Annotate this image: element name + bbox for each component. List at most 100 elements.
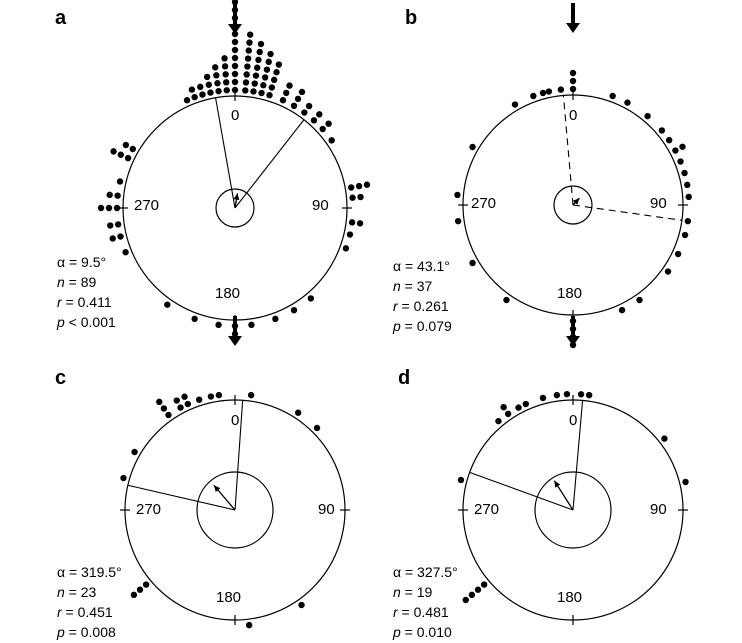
stat-p-symbol: p — [393, 318, 401, 334]
data-point — [679, 143, 686, 150]
stats-block: α = 327.5° n = 19 r = 0.481 p = 0.010 — [393, 562, 458, 642]
data-point — [313, 424, 321, 432]
reference-arrow-head — [228, 336, 242, 346]
confidence-limit-line — [234, 400, 244, 511]
data-point — [349, 194, 356, 201]
data-point — [199, 91, 206, 98]
data-point — [279, 97, 287, 104]
panel-letter: b — [405, 7, 418, 29]
data-point — [268, 84, 276, 91]
panel-letter: a — [55, 7, 67, 29]
data-point — [270, 76, 278, 84]
data-point — [117, 151, 125, 158]
inner-circle — [553, 185, 593, 225]
data-point — [539, 89, 547, 97]
stat-p: p = 0.010 — [393, 622, 458, 642]
stat-r-symbol: r — [393, 604, 398, 620]
data-point — [356, 220, 364, 227]
data-point — [191, 93, 198, 101]
stat-p-symbol: p — [57, 624, 65, 640]
panel-b: b 0 90 180 270 α = 43.1° n = 37 r = 0.26… — [393, 0, 742, 349]
data-point — [290, 102, 298, 110]
data-point — [355, 182, 363, 190]
data-point — [609, 92, 616, 100]
data-point — [522, 400, 530, 408]
data-point — [221, 55, 228, 62]
data-point — [215, 321, 222, 329]
stat-n: n = 19 — [393, 582, 458, 602]
stat-r-symbol: r — [57, 294, 62, 310]
data-point — [275, 61, 283, 68]
stat-p-symbol: p — [393, 624, 401, 640]
stats-block: α = 319.5° n = 23 r = 0.451 p = 0.008 — [57, 562, 122, 642]
data-point — [231, 46, 239, 54]
data-point — [207, 393, 215, 400]
stat-n-value: = 89 — [64, 274, 97, 290]
data-point — [298, 601, 305, 609]
data-point — [97, 204, 105, 212]
data-point — [246, 31, 254, 38]
data-point — [203, 73, 211, 81]
data-point — [658, 127, 666, 134]
stat-p-value: = 0.008 — [64, 624, 116, 640]
reference-arrow-head — [566, 336, 580, 346]
circular-plot — [454, 3, 692, 349]
data-point — [231, 6, 239, 14]
data-point — [681, 169, 688, 177]
data-point — [495, 417, 502, 425]
angle-label-270: 270 — [135, 501, 163, 518]
data-point — [263, 66, 271, 73]
mean-vector-arrowhead — [572, 198, 580, 205]
data-point — [114, 192, 121, 199]
data-point — [214, 80, 221, 87]
data-point — [261, 74, 269, 81]
data-point — [106, 191, 113, 199]
stat-p-value: < 0.001 — [64, 314, 116, 330]
panel-c: c 0 90 180 270 α = 319.5° n = 23 r = 0.4… — [55, 316, 415, 642]
inner-circle — [215, 188, 255, 228]
data-point — [248, 321, 255, 329]
data-point — [328, 137, 335, 144]
stat-r: r = 0.451 — [57, 602, 122, 622]
data-point — [173, 397, 180, 404]
data-point — [191, 315, 198, 323]
data-point — [469, 259, 476, 267]
confidence-limit-line — [234, 119, 305, 209]
stat-r-value: = 0.261 — [397, 298, 449, 314]
data-point — [674, 250, 682, 258]
data-point — [164, 301, 171, 308]
data-point — [305, 102, 313, 110]
data-point — [130, 591, 138, 599]
stat-n: n = 23 — [57, 582, 122, 602]
data-point — [242, 79, 250, 86]
data-point — [258, 89, 265, 97]
angle-label-180: 180 — [556, 589, 584, 606]
data-point — [348, 219, 356, 226]
reference-arrow-head — [566, 23, 580, 33]
data-point — [273, 69, 280, 76]
data-point — [454, 217, 462, 225]
data-point — [207, 89, 214, 96]
data-point — [677, 158, 684, 165]
data-point — [665, 136, 673, 144]
data-point — [213, 72, 220, 79]
data-point — [469, 143, 476, 151]
data-point — [231, 70, 239, 78]
stat-r-symbol: r — [393, 298, 398, 314]
stat-n-symbol: n — [393, 278, 401, 294]
panel-letter: c — [55, 367, 67, 389]
data-point — [257, 40, 265, 48]
data-point — [251, 80, 258, 87]
stat-p-symbol: p — [57, 314, 65, 330]
panel-letter: d — [398, 367, 411, 389]
data-point — [254, 64, 261, 71]
data-point — [504, 410, 512, 418]
data-point — [286, 82, 293, 89]
data-point — [242, 87, 249, 94]
data-point — [120, 474, 127, 482]
data-point — [246, 39, 253, 46]
data-point — [480, 581, 488, 588]
data-point — [265, 58, 272, 66]
angle-label-180: 180 — [214, 285, 242, 302]
data-point — [223, 87, 230, 94]
